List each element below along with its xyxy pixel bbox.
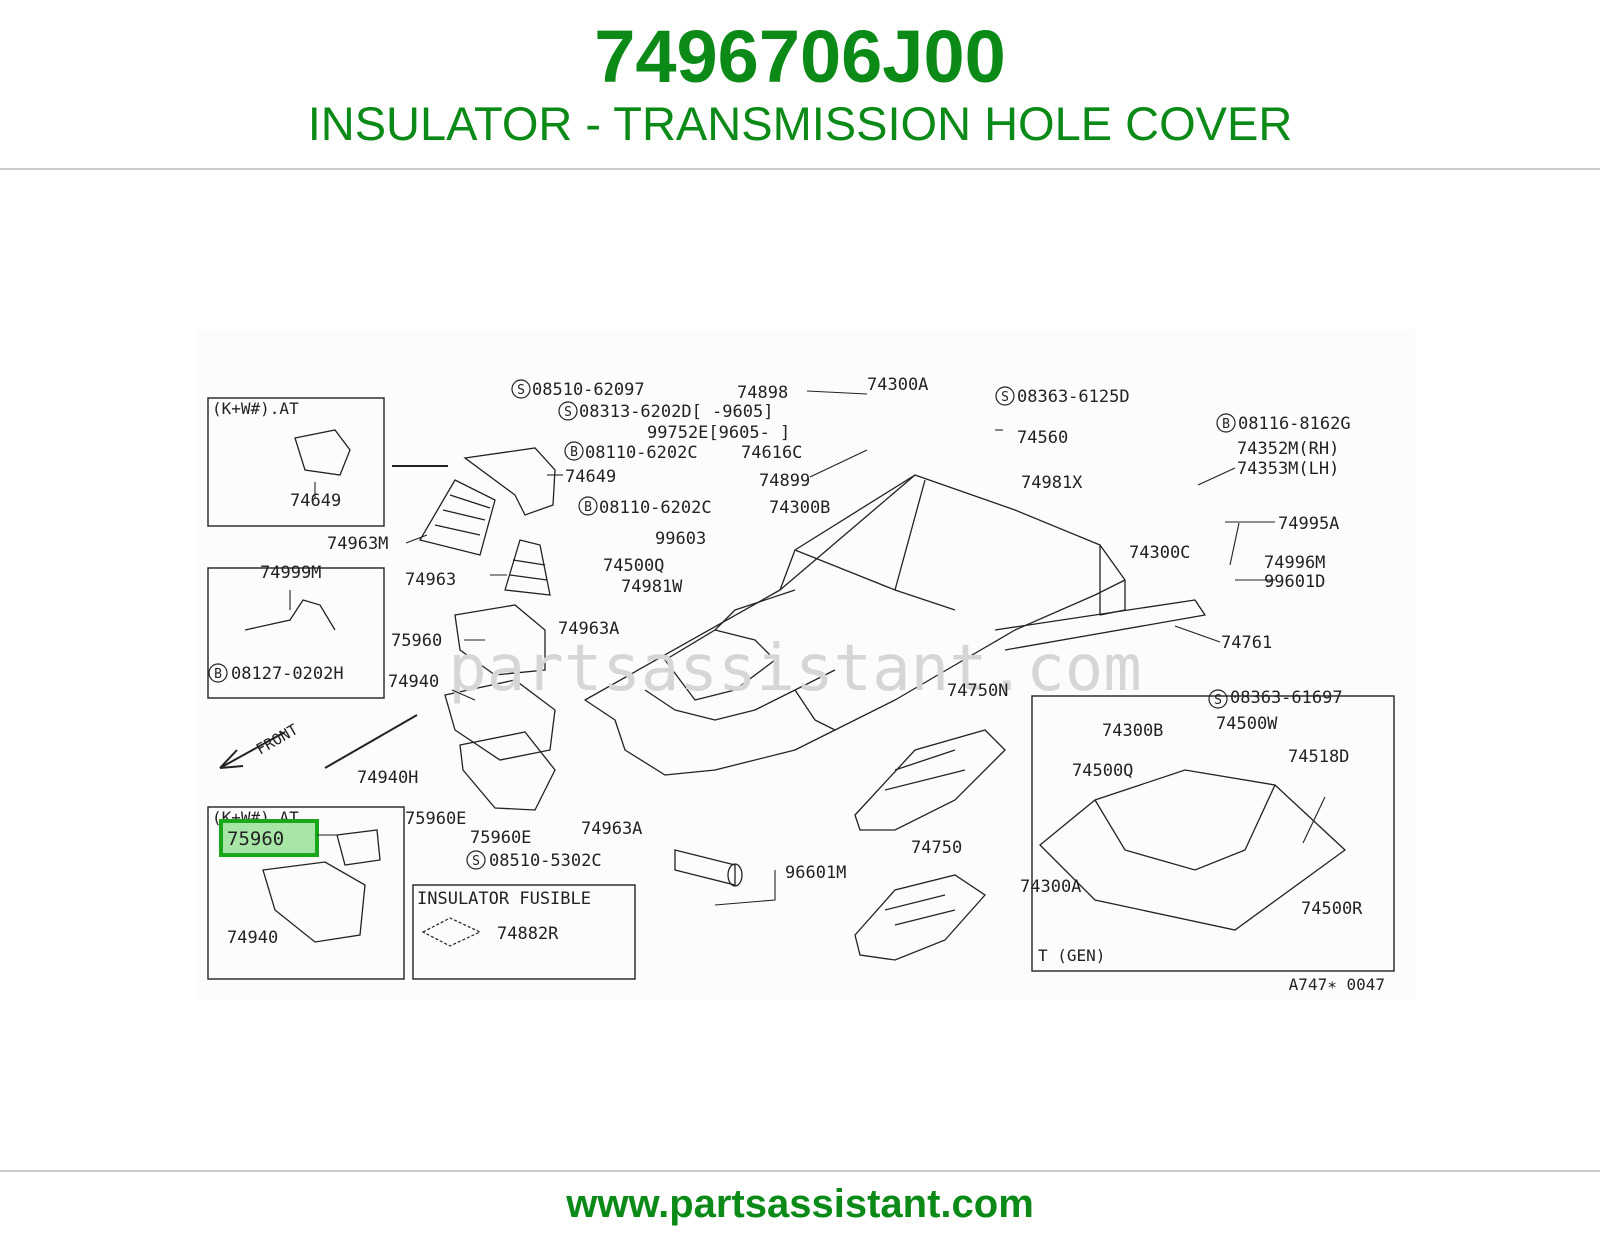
screw-badge: S [1214, 693, 1222, 708]
watermark: partsassistant.com [448, 632, 1142, 706]
callout-label: 74999M [260, 563, 321, 583]
callout-labels: 74649 74649 08510-62097 08313-6202D[ -96… [227, 375, 1363, 948]
callout-label: 74616C [741, 443, 802, 463]
bolt-badge: B [584, 500, 592, 515]
insulator-75960 [336, 604, 546, 866]
callout-label: 74882R [497, 924, 559, 944]
callout-label: 74963 [405, 570, 456, 590]
bracket-74999M [244, 599, 336, 631]
callout-label: 74940H [357, 768, 418, 788]
heat-shield-74750N [854, 729, 1006, 831]
callout-label: 74940 [227, 928, 278, 948]
callout-label: 08363-61697 [1230, 688, 1343, 708]
callout-label: 74898 [737, 383, 788, 403]
callout-label: 08510-62097 [532, 380, 645, 400]
screw-badge: S [517, 383, 525, 398]
heat-shield-74750 [854, 874, 986, 961]
callout-label: 99603 [655, 529, 706, 549]
inset-label-tgen: T (GEN) [1038, 946, 1105, 965]
callout-label: 74300A [867, 375, 928, 395]
callout-label: 74300C [1129, 543, 1190, 563]
footer-divider [0, 1170, 1600, 1172]
callout-label: 74500Q [603, 556, 664, 576]
callout-label: 75960E [470, 828, 531, 848]
bolt-badge: B [1222, 417, 1230, 432]
bolt-badge: B [214, 667, 222, 682]
callout-label: 96601M [785, 863, 846, 883]
callout-label: 75960 [391, 631, 442, 651]
front-direction-arrow [219, 465, 448, 769]
callout-label: 74963A [558, 619, 619, 639]
shift-boot-74963 [504, 539, 551, 596]
callout-label: 74500Q [1072, 761, 1133, 781]
header-divider [0, 168, 1600, 170]
cover-74649 [294, 429, 556, 516]
callout-label: 74981X [1021, 473, 1083, 493]
callout-label: 99601D [1264, 572, 1325, 592]
callout-label: 74300B [1102, 721, 1163, 741]
callout-label: 08116-8162G [1238, 414, 1351, 434]
callout-label: 74352M(RH) [1237, 439, 1339, 459]
floor-pan-drawing [584, 474, 1206, 776]
callout-label: 74500W [1216, 714, 1278, 734]
parts-diagram: partsassistant.com (K+W#).AT (K+W#).AT I… [195, 330, 1415, 1000]
diagram-code: A747∗ 0047 [1289, 975, 1385, 994]
callout-label: 74649 [565, 467, 616, 487]
callout-label: 08313-6202D[ -9605] [579, 402, 773, 422]
inset-box-kwat-top [207, 397, 385, 527]
callout-label: 08127-0202H [231, 664, 344, 684]
callout-label: 74750N [947, 681, 1008, 701]
callout-label: 74353M(LH) [1237, 459, 1339, 479]
tgen-floor-drawing [1039, 769, 1347, 931]
screw-badge: S [1001, 390, 1009, 405]
callout-label: 74981W [621, 577, 683, 597]
callout-label: 74899 [759, 471, 810, 491]
callout-label: 74518D [1288, 747, 1349, 767]
callout-leaders [289, 390, 1326, 906]
callout-label: 74940 [388, 672, 439, 692]
highlight-box-75960 [219, 819, 319, 857]
inset-box-bracket [207, 567, 385, 699]
callout-label: 74761 [1221, 633, 1272, 653]
callout-label: 74560 [1017, 428, 1068, 448]
inset-label-fusible: INSULATOR FUSIBLE [417, 889, 591, 909]
fastener-badges: S S B B B S B S S [208, 379, 1236, 870]
inset-box-fusible [412, 884, 636, 980]
part-description: INSULATOR - TRANSMISSION HOLE COVER [307, 97, 1293, 150]
inset-label-kwat-top: (K+W#).AT [212, 399, 299, 418]
callout-label: 74300A [1020, 877, 1081, 897]
callout-label: 08510-5302C [489, 851, 602, 871]
callout-label: 08110-6202C [599, 498, 712, 518]
callout-label: 08110-6202C [585, 443, 698, 463]
hole-cover-74940 [262, 679, 556, 943]
highlighted-callout-75960: 75960 [227, 828, 284, 850]
callout-label: 74500R [1301, 899, 1363, 919]
callout-label: 08363-6125D [1017, 387, 1130, 407]
callout-label: 74963M [327, 534, 388, 554]
callout-label: 75960E [405, 809, 466, 829]
inset-box-kwat-bottom [207, 806, 405, 980]
callout-label: 74300B [769, 498, 830, 518]
footer-url[interactable]: www.partsassistant.com [566, 1182, 1034, 1226]
fusible-diamond-icon [421, 917, 482, 947]
callout-label: 74750 [911, 838, 962, 858]
part-number: 7496706J00 [594, 15, 1006, 98]
callout-label: 74995A [1278, 514, 1339, 534]
callout-label: 74963A [581, 819, 642, 839]
callout-label: 99752E[9605- ] [647, 423, 790, 443]
inset-box-tgen [1031, 695, 1395, 972]
callout-label: 74649 [290, 491, 341, 511]
muffler-96601M [674, 849, 743, 887]
callout-label: 74996M [1264, 553, 1325, 573]
bolt-badge: B [570, 445, 578, 460]
screw-badge: S [564, 405, 572, 420]
diagram-background [195, 330, 1415, 1000]
screw-badge: S [472, 854, 480, 869]
shift-boot-74963M [419, 479, 496, 556]
